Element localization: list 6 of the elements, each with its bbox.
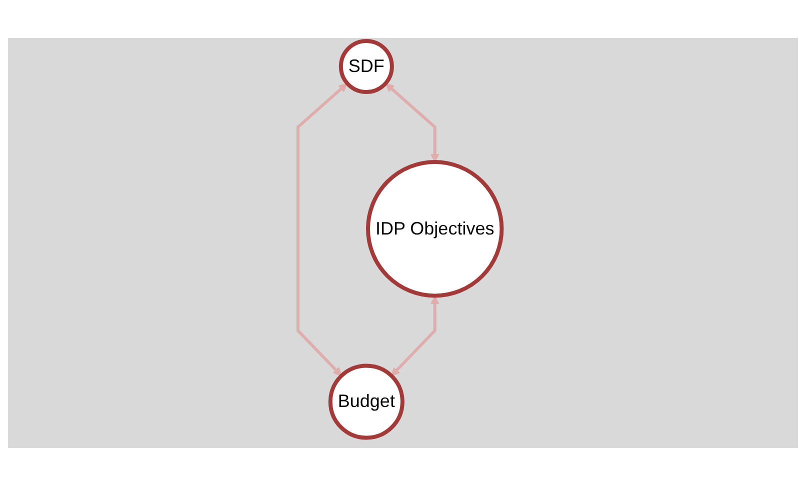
arrow <box>390 296 439 376</box>
node-circle: IDP Objectives <box>366 160 504 298</box>
node-circle: Budget <box>328 364 404 440</box>
arrow <box>385 83 439 163</box>
arrow <box>296 83 348 376</box>
node-circle: SDF <box>338 39 394 94</box>
